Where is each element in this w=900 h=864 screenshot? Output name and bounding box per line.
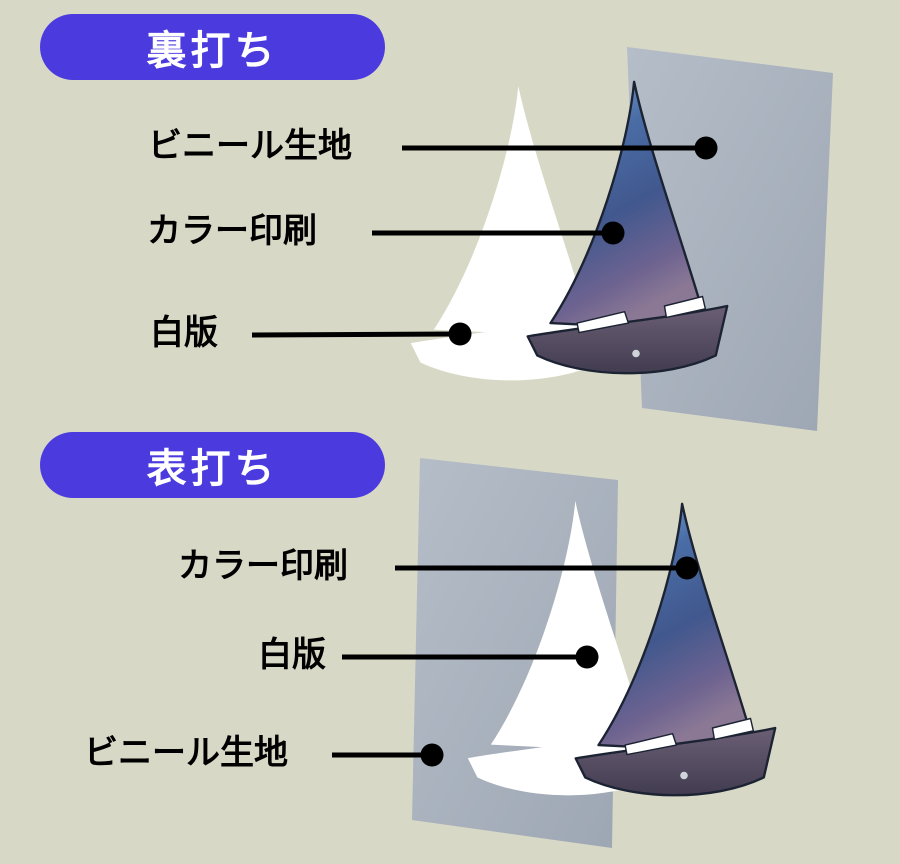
connector-dots-back — [448, 136, 718, 346]
color-print-boat-front — [574, 502, 777, 797]
connector-dot — [448, 322, 472, 346]
connector-dots-front — [420, 556, 699, 767]
label-white-layer-front: 白版 — [258, 636, 326, 674]
label-color-print-front: カラー印刷 — [178, 547, 348, 585]
connector-dot — [694, 136, 718, 160]
connector-dot — [601, 221, 625, 245]
connectors-back — [251, 145, 700, 338]
connector-dot — [675, 556, 699, 580]
connector-dot — [420, 743, 444, 767]
label-color-print-back: カラー印刷 — [147, 212, 317, 250]
label-vinyl-fabric-back: ビニール生地 — [148, 127, 352, 165]
connectors-front — [332, 565, 681, 758]
label-vinyl-fabric-front: ビニール生地 — [84, 734, 288, 772]
section-badge-back-print: 裏打ち — [40, 14, 385, 80]
section-badge-front-print: 表打ち — [40, 432, 385, 498]
connector-dot — [575, 645, 599, 669]
section-badge-label: 裏打ち — [146, 29, 279, 73]
color-print-boat-back — [526, 80, 729, 375]
section-badge-label: 表打ち — [146, 447, 279, 491]
label-white-layer-back: 白版 — [150, 314, 218, 352]
connector-line — [251, 331, 455, 338]
